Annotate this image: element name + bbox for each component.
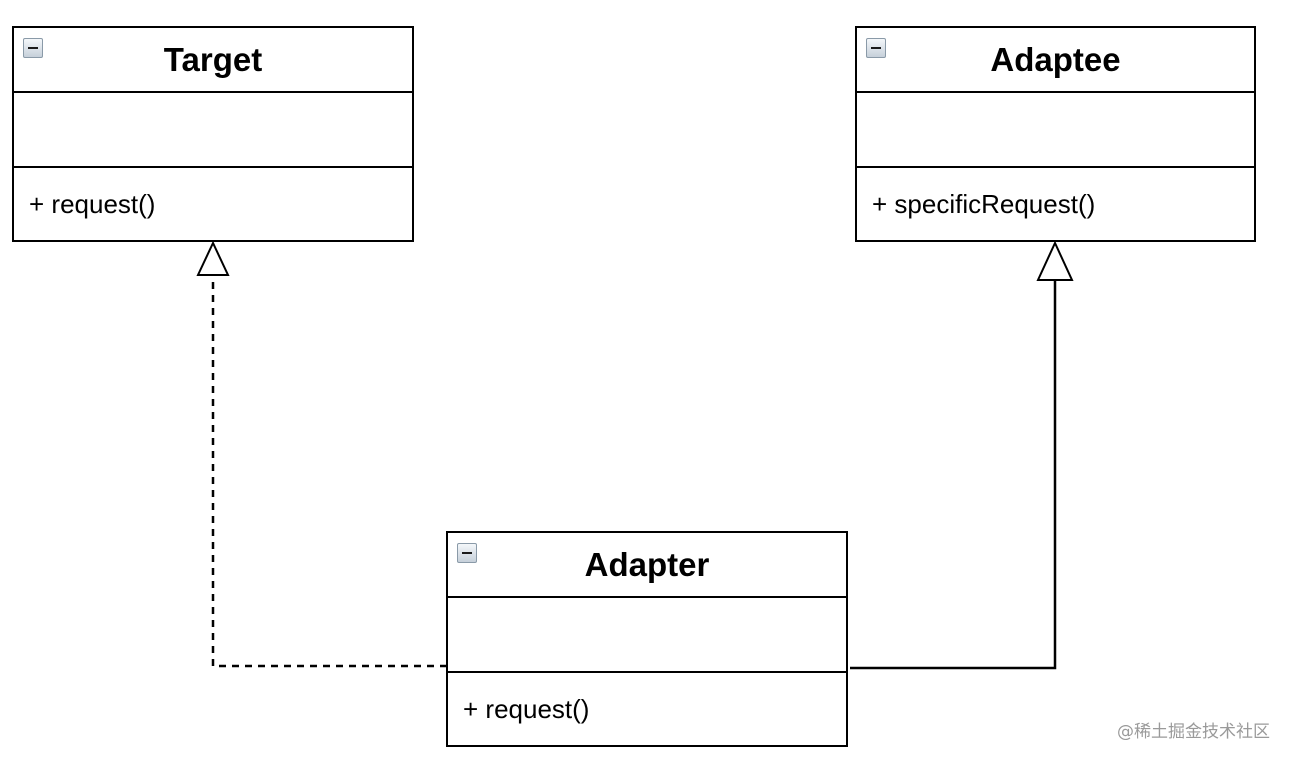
operations-compartment: + request() bbox=[14, 168, 412, 240]
operations-compartment: + specificRequest() bbox=[857, 168, 1254, 240]
watermark: @稀土掘金技术社区 bbox=[1117, 722, 1270, 742]
operation: + request() bbox=[29, 189, 156, 219]
class-adaptee[interactable]: Adaptee + specificRequest() bbox=[855, 26, 1256, 242]
collapse-minus-icon[interactable] bbox=[866, 38, 886, 58]
realization-arrowhead bbox=[196, 240, 230, 276]
class-header: Adapter bbox=[448, 533, 846, 598]
generalization-connector-line bbox=[850, 280, 1057, 670]
class-adapter[interactable]: Adapter + request() bbox=[446, 531, 848, 747]
operation: + request() bbox=[463, 694, 590, 724]
attributes-compartment bbox=[14, 93, 412, 168]
class-name: Target bbox=[163, 41, 263, 78]
class-target[interactable]: Target + request() bbox=[12, 26, 414, 242]
class-header: Adaptee bbox=[857, 28, 1254, 93]
operation: + specificRequest() bbox=[872, 189, 1096, 219]
collapse-minus-icon[interactable] bbox=[457, 543, 477, 563]
attributes-compartment bbox=[857, 93, 1254, 168]
operations-compartment: + request() bbox=[448, 673, 846, 745]
attributes-compartment bbox=[448, 598, 846, 673]
class-name: Adapter bbox=[584, 546, 710, 583]
class-header: Target bbox=[14, 28, 412, 93]
generalization-arrowhead bbox=[1036, 240, 1074, 281]
realization-connector-line bbox=[211, 275, 447, 668]
class-name: Adaptee bbox=[990, 41, 1121, 78]
collapse-minus-icon[interactable] bbox=[23, 38, 43, 58]
